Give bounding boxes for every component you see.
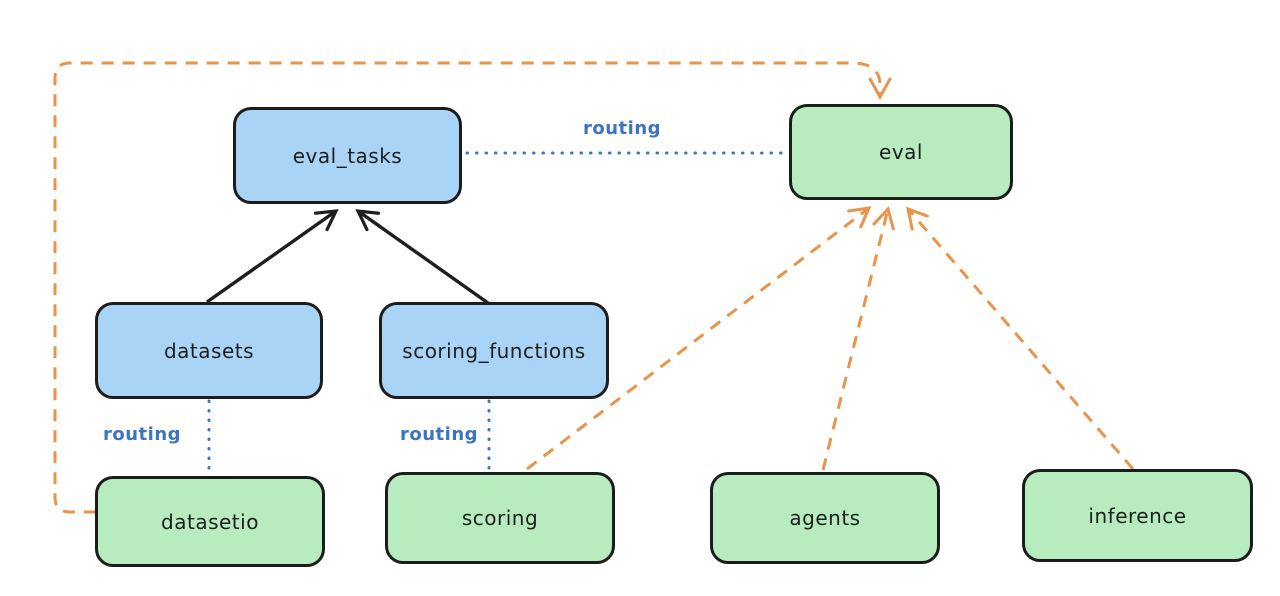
node-eval-tasks: eval_tasks bbox=[233, 107, 462, 204]
routing-label-datasets-datasetio: routing bbox=[103, 424, 182, 445]
node-datasets-label: datasets bbox=[163, 338, 255, 363]
edge-inference-to-eval bbox=[905, 206, 1135, 470]
node-eval-label: eval bbox=[879, 140, 923, 164]
node-scoring-functions-label: scoring_functions bbox=[402, 338, 586, 363]
node-scoring-functions: scoring_functions bbox=[379, 302, 609, 399]
edge-scoring-to-eval bbox=[526, 206, 872, 471]
node-datasets: datasets bbox=[95, 302, 323, 399]
routing-label-eval-tasks-eval: routing bbox=[583, 118, 662, 139]
routing-label-scoring-functions-scoring: routing bbox=[400, 424, 479, 445]
node-scoring-label: scoring bbox=[461, 506, 539, 530]
node-inference-label: inference bbox=[1088, 503, 1187, 528]
node-datasetio-label: datasetio bbox=[161, 509, 259, 534]
node-inference: inference bbox=[1022, 469, 1253, 562]
node-agents-label: agents bbox=[789, 506, 861, 530]
node-scoring: scoring bbox=[385, 472, 615, 564]
edge-datasets-to-eval_tasks bbox=[206, 209, 339, 304]
node-eval-tasks-label: eval_tasks bbox=[292, 143, 403, 168]
edge-scoring_functions-to-eval_tasks bbox=[355, 209, 489, 305]
edge-agents-to-eval bbox=[821, 206, 895, 471]
node-eval: eval bbox=[789, 104, 1013, 200]
node-agents: agents bbox=[710, 472, 940, 564]
node-datasetio: datasetio bbox=[95, 476, 325, 567]
